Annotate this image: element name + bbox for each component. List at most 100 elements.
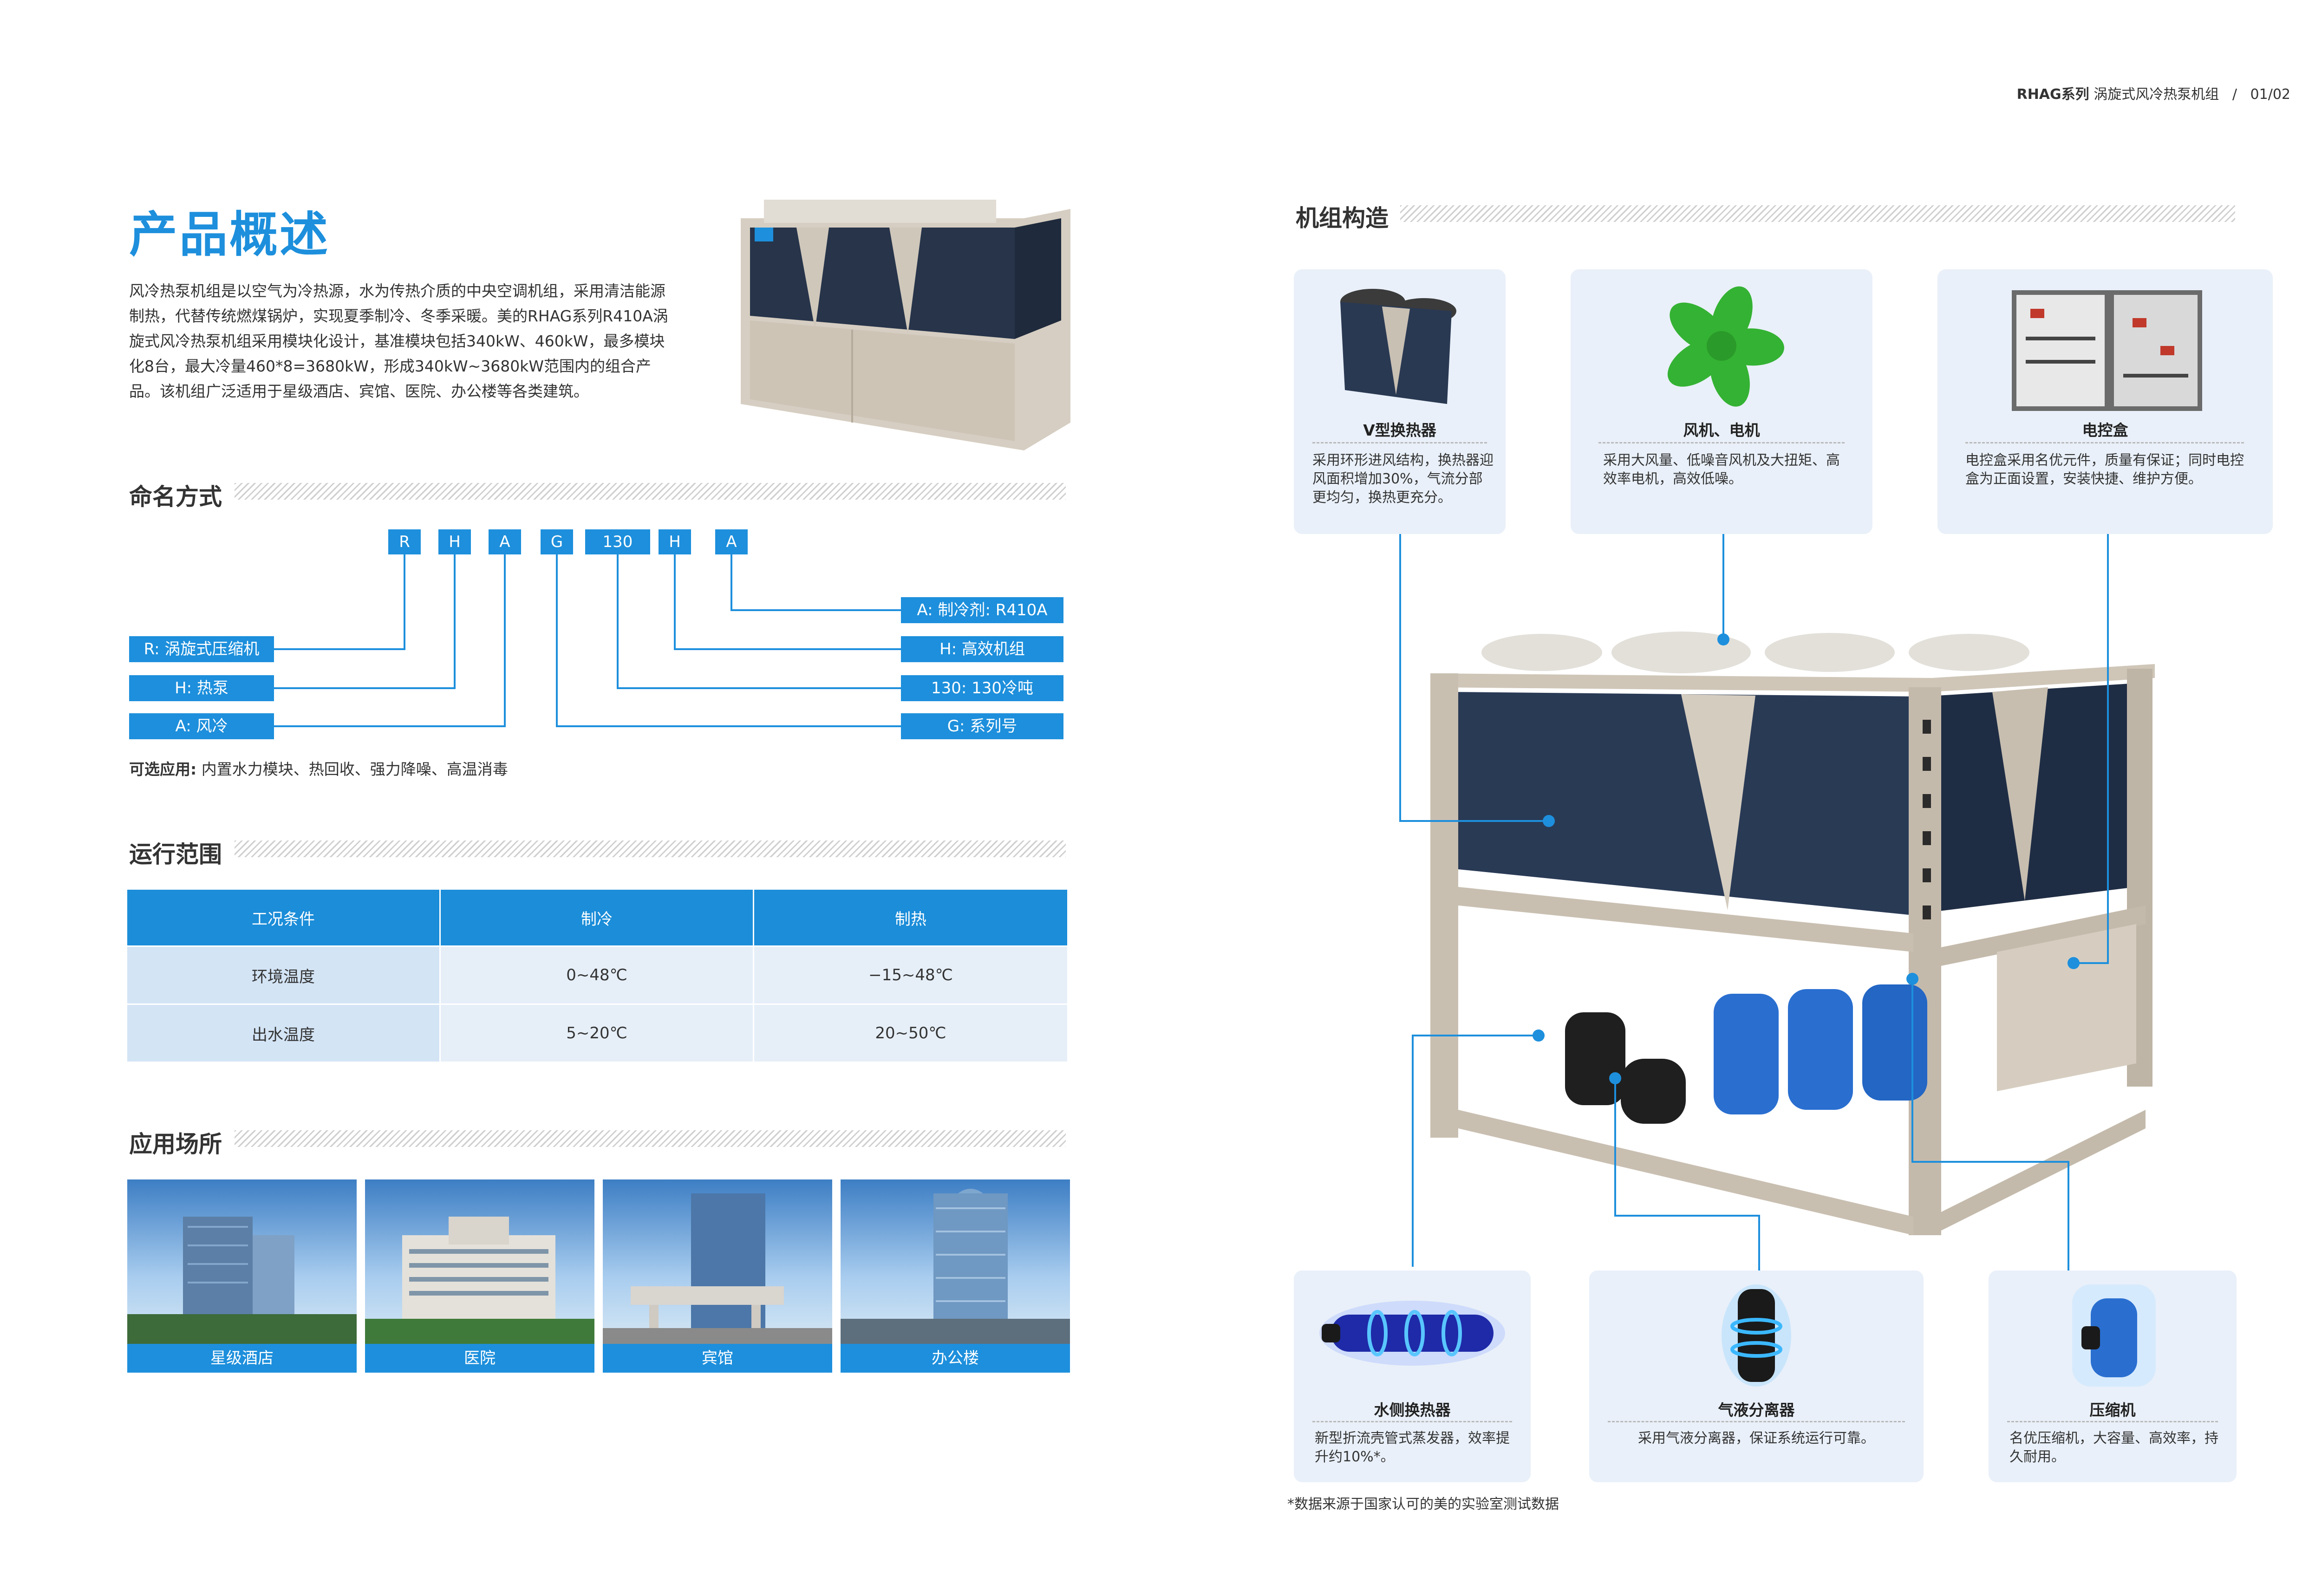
cell-label: 出水温度 [127,1003,441,1062]
connector [556,554,558,726]
label-refrigerant: A: 制冷剂: R410A [901,597,1063,623]
header-heating: 制热 [753,890,1067,946]
applications-title-rule [235,1130,1066,1147]
card-title: V型换热器 [1363,421,1436,439]
control-box-icon [2012,290,2202,411]
callout-line [2107,528,2109,964]
callout-line [1614,1077,1616,1217]
callout-dot [1543,815,1555,827]
page-number: 01/02 [2250,86,2290,103]
cell-value: −15~48℃ [753,945,1067,1004]
applications-title: 应用场所 [129,1131,222,1158]
card-divider [2007,1421,2218,1422]
table-row: 出水温度 5~20℃ 20~50℃ [127,1003,1067,1062]
photo-guesthouse [603,1179,832,1344]
optional-text: 内置水力模块、热回收、强力降噪、高温消毒 [201,760,508,778]
callout-dot [1609,1072,1621,1084]
code-g: G [541,529,573,554]
naming-title-rule [235,483,1066,500]
connector [556,725,901,727]
series-subtitle: 涡旋式风冷热泵机组 [2094,86,2219,103]
callout-line [1722,528,1724,639]
caption-office: 办公楼 [841,1344,1070,1373]
connector [274,725,506,727]
callout-line [1911,978,1913,1163]
label-air-cooled: A: 风冷 [129,713,274,739]
card-water-heat-exchanger: 水侧换热器 新型折流壳管式蒸发器，效率提升约10%*。 [1294,1270,1531,1482]
code-a2: A [715,529,748,554]
footnote: *数据来源于国家认可的美的实验室测试数据 [1287,1496,1559,1512]
product-image-small [741,200,1070,450]
callout-line [2068,1161,2069,1270]
card-desc: 新型折流壳管式蒸发器，效率提升约10%*。 [1315,1430,1510,1465]
caption-hospital: 医院 [365,1344,594,1373]
label-series: G: 系列号 [901,713,1063,739]
callout-line [1399,528,1401,822]
connector [404,554,405,649]
table-row: 环境温度 0~48℃ −15~48℃ [127,945,1067,1004]
connector [617,554,619,688]
callout-line [1911,1161,2069,1163]
caption-star-hotel: 星级酒店 [127,1344,357,1373]
product-image-main [1430,632,2155,1235]
card-title: 气液分离器 [1718,1401,1795,1419]
v-heat-exchanger-icon [1340,289,1456,404]
connector [674,648,901,650]
card-divider [1608,1421,1905,1422]
connector [674,554,676,649]
header-condition: 工况条件 [127,890,441,946]
card-divider [1598,442,1845,443]
series-name: RHAG系列 [2016,86,2089,103]
connector [731,609,901,611]
card-desc: 电控盒采用名优元件，质量有保证；同时电控盒为正面设置，安装快捷、维护方便。 [1965,452,2244,487]
photo-star-hotel [127,1179,357,1344]
header-cooling: 制冷 [440,890,754,946]
code-h: H [438,529,471,554]
structure-title: 机组构造 [1296,205,1389,232]
shell-tube-exchanger-icon [1319,1301,1505,1366]
callout-line [1614,1215,1760,1217]
label-compressor: R: 涡旋式压缩机 [129,636,274,662]
card-v-heat-exchanger: V型换热器 采用环形进风结构，换热器迎风面积增加30%，气流分部更均匀，换热更充… [1294,269,1506,534]
separator-icon [1722,1284,1791,1387]
label-capacity: 130: 130冷吨 [901,675,1063,701]
callout-line [1412,1035,1538,1036]
table-header-row: 工况条件 制冷 制热 [127,890,1067,946]
label-heat-pump: H: 热泵 [129,675,274,701]
structure-title-rule [1400,205,2235,222]
caption-guesthouse: 宾馆 [603,1344,832,1373]
code-r: R [388,529,421,554]
cell-value: 0~48℃ [440,945,754,1004]
optional-label: 可选应用: [129,760,197,778]
card-gas-liquid-separator: 气液分离器 采用气液分离器，保证系统运行可靠。 [1589,1270,1924,1482]
code-h2: H [659,529,691,554]
callout-line [1412,1035,1414,1267]
connector [617,687,901,689]
card-divider [1312,442,1487,443]
fan-icon [1667,286,1784,407]
range-title: 运行范围 [129,841,222,868]
card-title: 电控盒 [2082,421,2128,439]
card-title: 风机、电机 [1683,421,1760,439]
card-title: 压缩机 [2089,1401,2136,1419]
card-desc: 名优压缩机，大容量、高效率，持久耐用。 [2009,1430,2218,1465]
card-compressor: 压缩机 名优压缩机，大容量、高效率，持久耐用。 [1989,1270,2237,1482]
overview-text: 风冷热泵机组是以空气为冷热源，水为传热介质的中央空调机组，采用清洁能源制热，代替… [129,282,668,400]
callout-dot [1906,973,1918,985]
callout-dot [2068,957,2080,969]
connector [731,554,732,610]
card-divider [1965,442,2244,443]
naming-title: 命名方式 [129,483,222,510]
page-header: RHAG系列 涡旋式风冷热泵机组 / 01/02 [2017,83,2290,103]
overview-title: 产品概述 [129,206,330,263]
cell-label: 环境温度 [127,945,441,1004]
connector [274,687,456,689]
range-title-rule [235,840,1066,857]
cell-value: 20~50℃ [753,1003,1067,1062]
photo-office [841,1179,1070,1344]
connector [454,554,456,688]
callout-dot [1717,633,1729,645]
card-desc: 采用气液分离器，保证系统运行可靠。 [1638,1430,1875,1446]
header-separator: / [2232,86,2237,103]
callout-line [1758,1215,1760,1270]
